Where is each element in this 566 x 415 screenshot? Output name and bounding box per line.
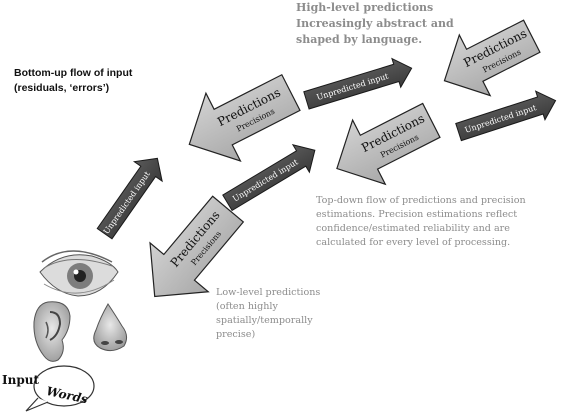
speech-bubble-icon [25,365,95,412]
nose-icon [93,303,128,352]
top-down-line4: calculated for every level of processing… [316,237,511,248]
eye-icon [39,250,119,297]
input-label: Input [2,373,39,387]
high-level-line2: Increasingly abstract and [296,17,454,30]
bottom-up-line2: (residuals, ‘errors’) [14,82,110,94]
top-down-label: Top-down flow of predictions and precisi… [316,194,526,250]
low-level-line3: spatially/temporally [216,315,313,326]
low-level-line2: (often highly [216,301,278,312]
low-level-label: Low-level predictions (often highly spat… [216,286,320,342]
bottom-up-line1: Bottom-up flow of input [14,67,133,79]
bottom-up-label: Bottom-up flow of input (residuals, ‘err… [14,66,132,96]
input-arrow-label: Unpredicted input [231,157,300,204]
high-level-title: High-level predictions [296,1,434,14]
top-down-line1: Top-down flow of predictions and precisi… [316,195,526,206]
input-arrow-4: Unpredicted input [455,90,557,142]
top-down-line2: estimations. Precision estimations refle… [316,209,518,220]
low-level-line4: precise) [216,329,256,340]
prediction-arrow-lower-middle: Predictions Precisions [336,102,441,186]
top-down-line3: confidence/estimated reliability and are [316,223,510,234]
input-arrow-3: Unpredicted input [303,57,413,110]
high-level-line3: shaped by language. [296,33,423,46]
low-level-line1: Low-level predictions [216,287,321,298]
input-arrow-1: Unpredicted input [96,157,163,240]
input-arrow-label: Unpredicted input [102,169,153,236]
high-level-label: High-level predictions Increasingly abst… [296,0,454,48]
ear-icon [33,301,71,362]
